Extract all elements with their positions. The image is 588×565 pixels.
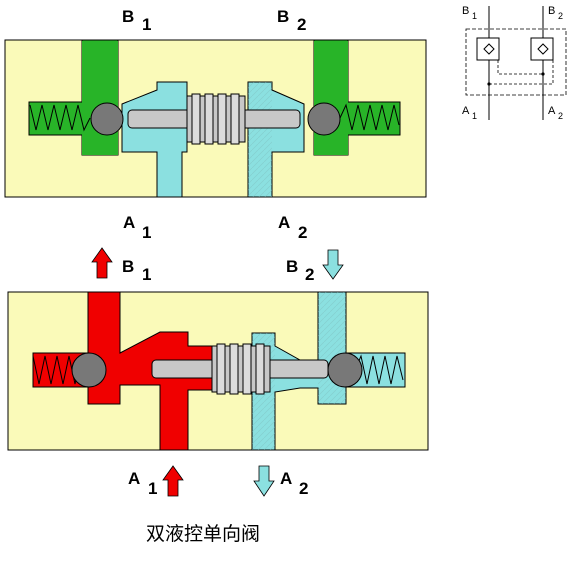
valve-bottom: [7, 291, 429, 451]
symbol-label-a2: A: [548, 105, 556, 117]
svg-text:1: 1: [472, 11, 477, 21]
hydraulic-symbol: B 1 B 2 A 1 A 2: [462, 5, 567, 121]
svg-text:1: 1: [472, 111, 477, 121]
svg-text:1: 1: [142, 265, 151, 284]
svg-text:A: A: [278, 213, 290, 232]
svg-text:2: 2: [558, 111, 563, 121]
arrow-up-a1-icon: [162, 465, 184, 497]
svg-text:B: B: [122, 257, 134, 276]
svg-text:2: 2: [305, 265, 314, 284]
labels-bottom: B 1 B 2 A 1 A 2: [91, 247, 344, 498]
check-ball-b1-top: [90, 102, 124, 136]
svg-text:A: A: [128, 469, 140, 488]
check-ball-b1-bottom: [71, 352, 107, 388]
label-b1-top-sub: 1: [142, 15, 151, 34]
check-ball-b2-bottom: [327, 352, 363, 388]
svg-text:1: 1: [142, 223, 151, 242]
label-b2-top: B: [277, 7, 289, 26]
symbol-label-b1: B: [462, 5, 469, 17]
svg-text:2: 2: [299, 479, 308, 498]
label-a1-bottom: A: [128, 469, 140, 488]
label-b1-bottom-sub: 1: [142, 265, 151, 284]
arrow-down-a2-icon: [253, 465, 275, 497]
svg-text:A: A: [123, 213, 135, 232]
piston-top: [186, 93, 246, 145]
svg-text:B: B: [548, 5, 555, 17]
label-a1-top: A: [123, 213, 135, 232]
svg-text:A: A: [462, 105, 470, 117]
label-b2-top-sub: 2: [297, 15, 306, 34]
svg-text:1: 1: [142, 15, 151, 34]
diagram-caption: 双液控单向阀: [146, 523, 260, 545]
svg-text:B: B: [462, 5, 469, 17]
label-a1-bottom-sub: 1: [148, 479, 157, 498]
svg-text:2: 2: [297, 15, 306, 34]
svg-text:1: 1: [148, 479, 157, 498]
symbol-label-a1: A: [462, 105, 470, 117]
arrow-up-b1-icon: [91, 247, 113, 279]
check-ball-b2-top: [307, 102, 341, 136]
symbol-label-b1-sub: 1: [472, 11, 477, 21]
label-b1-top: B: [122, 7, 134, 26]
svg-text:B: B: [286, 257, 298, 276]
label-b2-bottom: B: [286, 257, 298, 276]
svg-text:2: 2: [558, 11, 563, 21]
arrow-down-b2-icon: [322, 249, 344, 280]
valve-top: [4, 39, 427, 198]
piston-bottom: [211, 343, 271, 395]
passage-b1-a1-bottom: [32, 291, 215, 451]
svg-text:B: B: [122, 7, 134, 26]
labels-top: B 1 B 2 A 1 A 2: [122, 7, 307, 242]
svg-text:A: A: [548, 105, 556, 117]
label-a2-top: A: [278, 213, 290, 232]
svg-text:A: A: [280, 469, 292, 488]
label-b2-bottom-sub: 2: [305, 265, 314, 284]
label-b1-bottom: B: [122, 257, 134, 276]
label-a2-top-sub: 2: [298, 223, 307, 242]
symbol-label-a2-sub: 2: [558, 111, 563, 121]
symbol-label-b2-sub: 2: [558, 11, 563, 21]
label-a2-bottom: A: [280, 469, 292, 488]
label-a1-top-sub: 1: [142, 223, 151, 242]
symbol-label-a1-sub: 1: [472, 111, 477, 121]
svg-text:2: 2: [298, 223, 307, 242]
label-a2-bottom-sub: 2: [299, 479, 308, 498]
svg-text:B: B: [277, 7, 289, 26]
symbol-label-b2: B: [548, 5, 555, 17]
